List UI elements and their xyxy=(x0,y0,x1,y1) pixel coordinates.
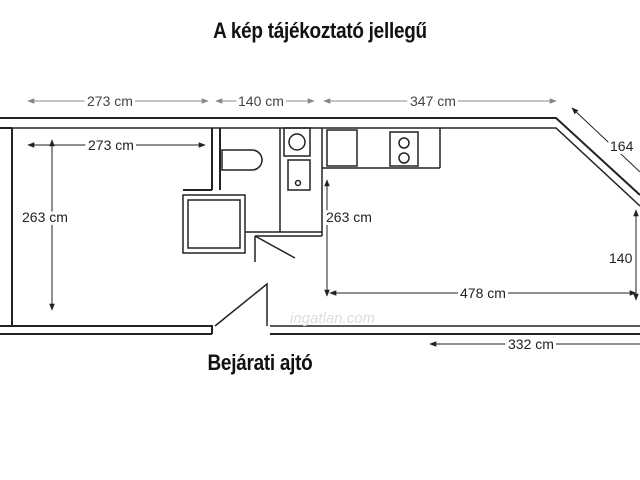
dim-top-left: 273 cm xyxy=(87,93,133,109)
inner-door-swing xyxy=(254,235,296,262)
dim-top-right: 347 cm xyxy=(410,93,456,109)
dim-top-middle: 140 cm xyxy=(238,93,284,109)
washbasin-icon xyxy=(283,127,311,157)
plan-title: A kép tájékoztató jellegű xyxy=(213,18,427,43)
shower-cabin xyxy=(182,194,246,254)
outer-walls xyxy=(0,117,640,335)
dim-diagonal: 164 xyxy=(610,138,634,154)
dim-outer-bottom: 332 cm xyxy=(508,336,554,352)
fixtures xyxy=(182,127,441,327)
sink-icon xyxy=(287,159,311,191)
dim-right-height: 140 xyxy=(609,250,633,266)
toilet-icon xyxy=(221,149,263,171)
dimension-lines xyxy=(27,98,640,347)
watermark: ingatlan.com xyxy=(290,310,375,327)
entrance-door-caption: Bejárati ajtó xyxy=(207,350,313,375)
dim-height-middle: 263 cm xyxy=(326,209,372,225)
dim-inner-bottom: 478 cm xyxy=(460,285,506,301)
entrance-door-swing xyxy=(214,282,268,327)
dim-height-left: 263 cm xyxy=(22,209,68,225)
fridge-icon xyxy=(326,129,358,167)
stove-icon xyxy=(389,131,419,167)
dim-inner-left: 273 cm xyxy=(88,137,134,153)
